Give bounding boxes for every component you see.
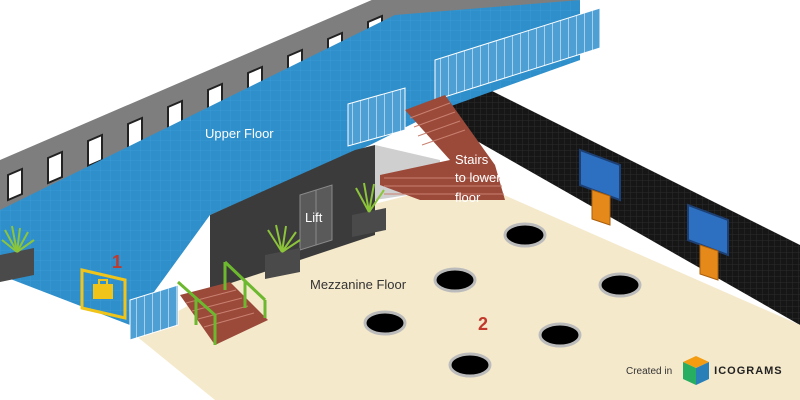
planter-right <box>352 182 386 237</box>
round-table <box>433 267 477 293</box>
planter-left <box>0 225 35 282</box>
round-table <box>538 322 582 348</box>
round-table <box>448 352 492 378</box>
screen-stand-1 <box>579 148 621 226</box>
round-table <box>363 310 407 336</box>
icograms-credit: Created in ICOGRAMS <box>626 356 783 386</box>
front-stairs <box>177 260 268 345</box>
round-table <box>598 272 642 298</box>
upper-floor-label: Upper Floor <box>205 126 274 141</box>
stairs-to-lower-floor <box>380 95 505 200</box>
lift-door <box>299 184 333 251</box>
glass-railing-front <box>129 284 179 341</box>
marker-2: 2 <box>478 314 489 334</box>
round-table <box>503 222 547 248</box>
stairs-label-line2: to lower <box>455 170 501 185</box>
credit-created-in: Created in <box>626 365 673 377</box>
planter-middle <box>265 224 301 279</box>
marker-1: 1 <box>112 252 123 272</box>
round-tables <box>363 222 642 378</box>
lift-label: Lift <box>305 210 323 225</box>
screen-stand-2 <box>687 203 729 281</box>
stairs-label-line1: Stairs <box>455 152 489 167</box>
icograms-logo-icon <box>683 356 709 385</box>
mezzanine-floor-label: Mezzanine Floor <box>310 277 407 292</box>
credit-brand: ICOGRAMS <box>714 365 783 377</box>
glass-railing-back <box>347 7 601 147</box>
luggage-icon <box>80 268 127 320</box>
stairs-label-line3: floor <box>455 190 481 205</box>
